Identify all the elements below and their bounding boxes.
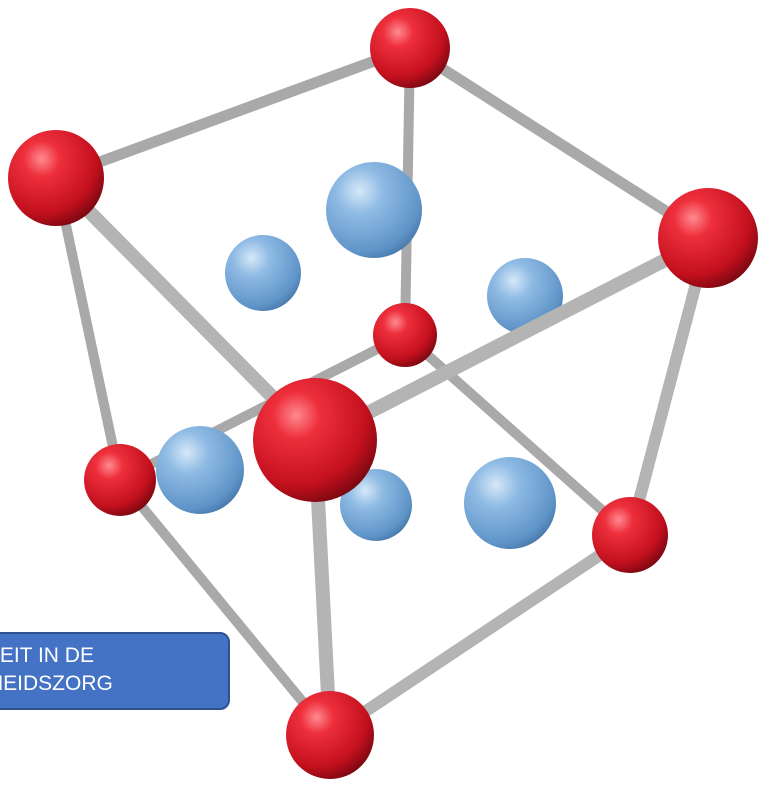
- rod: [50, 42, 416, 184]
- inner-atom: [156, 426, 244, 514]
- corner-atom: [84, 444, 156, 516]
- inner-atom: [225, 235, 301, 311]
- corner-atom: [658, 188, 758, 288]
- corner-atom: [370, 8, 450, 88]
- title-line-2: HEIDSZORG: [0, 672, 113, 695]
- rod: [115, 475, 335, 740]
- corner-atom: [8, 130, 104, 226]
- rod: [308, 231, 715, 447]
- inner-atom: [326, 162, 422, 258]
- rod: [624, 232, 714, 541]
- inner-atom: [340, 469, 412, 541]
- title-label-box: TEIT IN DE HEIDSZORG: [0, 632, 230, 710]
- corner-atom: [253, 378, 377, 502]
- corner-atom: [592, 497, 668, 573]
- rod: [324, 529, 636, 741]
- corner-atom: [373, 303, 437, 367]
- rod: [51, 173, 125, 485]
- title-line-1: TEIT IN DE: [0, 644, 94, 667]
- rod: [404, 42, 714, 244]
- corner-atom: [286, 691, 374, 779]
- inner-atom: [464, 457, 556, 549]
